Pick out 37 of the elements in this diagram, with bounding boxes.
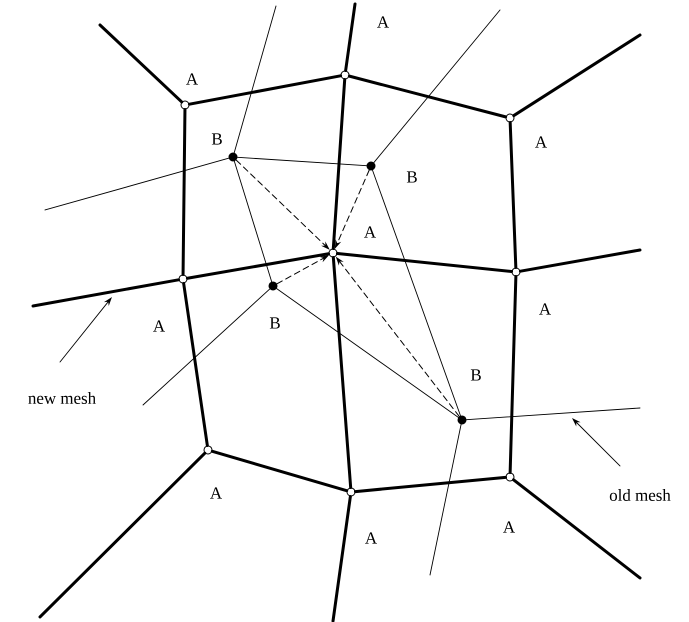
mesh-line [234, 160, 272, 282]
point-label: A [535, 136, 547, 148]
point-label: B [406, 171, 417, 183]
point-label: B [470, 369, 481, 381]
point-label: A [153, 320, 165, 332]
point-label: A [210, 487, 222, 499]
point-label: A [503, 521, 515, 533]
mesh-edge [508, 121, 518, 269]
mesh-line [373, 10, 500, 163]
point-label: B [212, 133, 222, 145]
mesh-line [276, 288, 459, 418]
mesh-line [372, 170, 461, 416]
mesh-edge [332, 78, 346, 250]
mesh-line [430, 424, 462, 576]
mesh-line [234, 6, 276, 154]
mesh-edge [508, 275, 518, 474]
point-label: B [270, 317, 280, 329]
point-label: A [186, 73, 198, 85]
mesh-edge [336, 252, 514, 274]
point-label: A [377, 16, 389, 28]
mesh-edge [186, 252, 330, 280]
mesh-edge [182, 108, 186, 276]
text-label: old mesh [610, 489, 671, 501]
mesh-edge [182, 282, 209, 448]
mesh-line [44, 158, 230, 210]
text-label: new mesh [28, 392, 96, 404]
mesh-edge [348, 74, 508, 118]
mesh-edge [188, 74, 342, 106]
mesh-edge [332, 256, 352, 489]
mesh-edge [210, 450, 348, 492]
mesh-line [142, 288, 270, 406]
mesh-edge [354, 476, 508, 494]
point-label: A [365, 532, 377, 544]
mesh-line [237, 156, 367, 166]
point-label: A [364, 226, 376, 238]
mesh-line [466, 408, 640, 420]
point-label: A [539, 303, 551, 315]
